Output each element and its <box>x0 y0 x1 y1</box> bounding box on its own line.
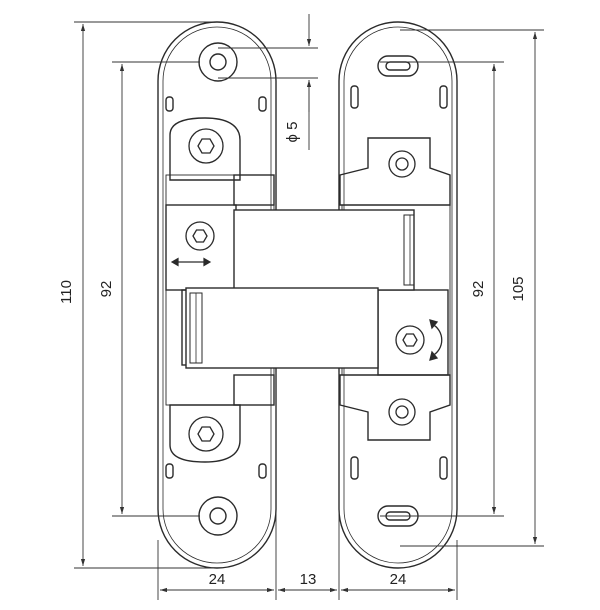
hinge-lower-arm <box>185 287 379 369</box>
left-bottom-adjust-screw <box>188 416 224 452</box>
right-top-screw <box>388 150 416 178</box>
dim-24-left-label: 24 <box>209 571 226 588</box>
right-mid-adjust-screw <box>395 325 425 355</box>
left-top-adjust-screw <box>188 128 224 164</box>
dim-92-right-label: 92 <box>470 281 487 298</box>
dim-13-label: 13 <box>300 571 317 588</box>
dim-92-left-label: 92 <box>98 281 115 298</box>
dim-110-label: 110 <box>58 280 75 304</box>
dim-24-right-label: 24 <box>390 571 407 588</box>
dimension-lines <box>74 14 544 600</box>
rotate-arrow-icon <box>429 319 443 361</box>
dim-105-label: 105 <box>510 276 527 301</box>
double-arrow-icon <box>170 257 212 267</box>
left-mid-adjust-screw <box>185 221 215 251</box>
hinge-upper-arm <box>233 209 415 291</box>
dim-phi5-label: ϕ 5 <box>284 122 301 143</box>
right-bottom-screw <box>388 398 416 426</box>
